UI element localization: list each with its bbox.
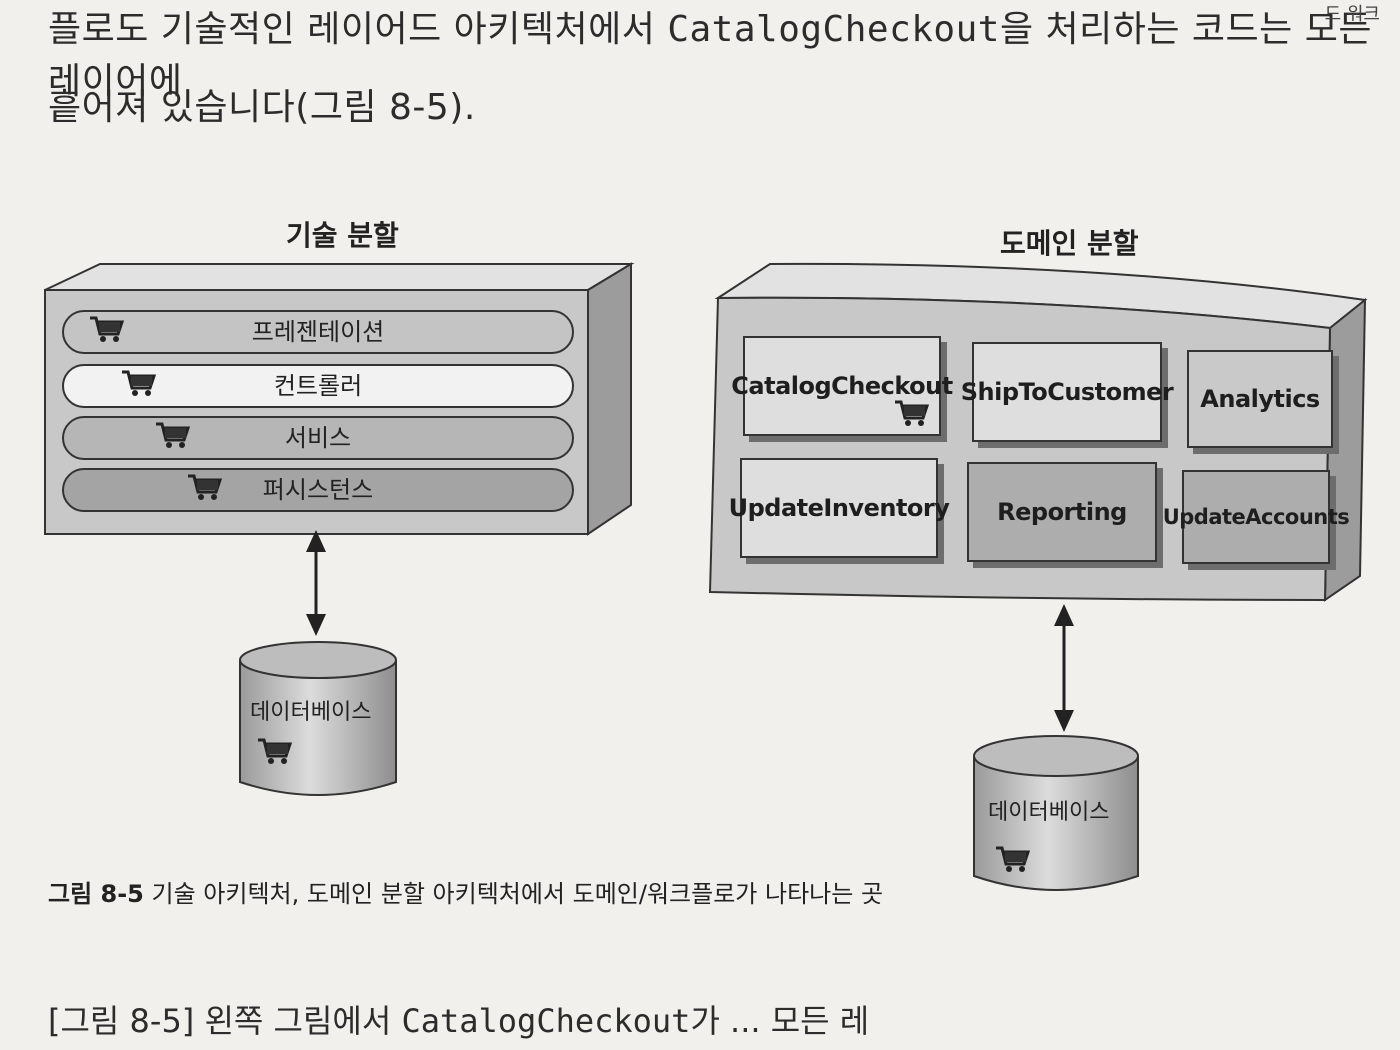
bottom-prefix: [그림 8-5] 왼쪽 그림에서 [48, 1002, 402, 1040]
double-arrow-icon [306, 530, 326, 636]
layer-label: 프레젠테이션 [251, 318, 385, 346]
corner-text: 드 워크 [1324, 4, 1380, 25]
layer-label: 퍼시스턴스 [262, 476, 374, 504]
cart-icon [156, 422, 190, 450]
database-cylinder-icon [239, 641, 397, 796]
layer-controller: 컨트롤러 [62, 364, 574, 408]
database-label: 데이터베이스 [250, 700, 372, 725]
layer-label: 컨트롤러 [273, 372, 363, 400]
component-update-inventory: UpdateInventory [729, 458, 950, 558]
layer-label: 서비스 [284, 424, 352, 452]
component-reporting: Reporting [967, 462, 1157, 562]
left-figure-title: 기술 분할 [286, 219, 399, 252]
component-label: ShipToCustomer [960, 378, 1174, 406]
cart-icon [122, 370, 156, 398]
cart-icon [90, 316, 124, 344]
right-figure-title: 도메인 분할 [1000, 227, 1139, 260]
inline-code: CatalogCheckout [667, 9, 1000, 50]
body-text-line-2: 흩어져 있습니다(그림 8-5). [48, 87, 476, 128]
body-text-bottom: [그림 8-5] 왼쪽 그림에서 CatalogCheckout가 ... 모든… [48, 996, 869, 1042]
component-ship-to-customer: ShipToCustomer [961, 342, 1174, 442]
body-text-suffix: 을 처리하는 코드는 모든 레이어에 [48, 9, 1372, 102]
caption-label: 그림 8-5 [48, 880, 144, 908]
figure-caption: 그림 8-5 기술 아키텍처, 도메인 분할 아키텍처에서 도메인/워크플로가 … [48, 874, 883, 909]
component-label: Analytics [1200, 385, 1320, 413]
component-label: CatalogCheckout [731, 372, 953, 400]
component-analytics: Analytics [1187, 350, 1333, 448]
component-label: Reporting [997, 498, 1127, 526]
inline-code: CatalogCheckout [401, 1002, 691, 1040]
bottom-suffix: 가 ... 모든 레 [690, 1002, 870, 1040]
layer-persistence: 퍼시스턴스 [62, 468, 574, 512]
caption-text: 기술 아키텍처, 도메인 분할 아키텍처에서 도메인/워크플로가 나타나는 곳 [143, 880, 884, 908]
layer-service: 서비스 [62, 416, 574, 460]
cart-icon [895, 400, 929, 428]
layer-presentation: 프레젠테이션 [62, 310, 574, 354]
double-arrow-icon [1054, 604, 1074, 732]
component-label: UpdateInventory [728, 494, 950, 522]
component-update-accounts: UpdateAccounts [1163, 470, 1350, 564]
body-text-line-1: 플로도 기술적인 레이어드 아키텍처에서 CatalogCheckout을 처리… [48, 0, 1400, 104]
body-text-prefix: 플로도 기술적인 레이어드 아키텍처에서 [48, 9, 668, 50]
database-cylinder-icon [973, 735, 1139, 891]
database-label: 데이터베이스 [988, 800, 1110, 825]
cart-icon [188, 474, 222, 502]
component-catalog-checkout: CatalogCheckout [731, 336, 953, 436]
component-label: UpdateAccounts [1162, 505, 1350, 529]
